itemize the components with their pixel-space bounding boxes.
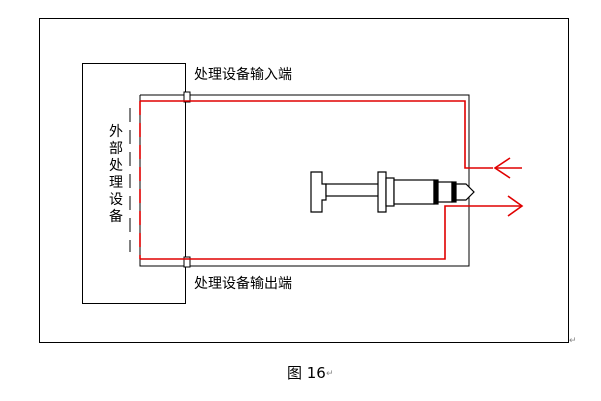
signal-arrow-icon [507,195,524,217]
output-connector-tab [183,256,191,268]
paragraph-mark: ↵ [569,336,577,346]
signal-line-input [185,100,493,169]
paragraph-mark: ↵ [326,369,334,379]
external-device-label: 外部处理设备 [109,124,123,225]
figure-caption: 图 16 [287,364,326,382]
cable-outline [139,94,470,267]
input-terminal-label: 处理设备输入端 [194,67,292,83]
audio-jack-plug-icon [310,171,475,213]
signal-line-output [185,205,522,260]
external-device-box [82,63,186,304]
output-terminal-label: 处理设备输出端 [194,276,292,292]
outer-frame [39,18,569,343]
input-connector-tab [183,91,191,103]
